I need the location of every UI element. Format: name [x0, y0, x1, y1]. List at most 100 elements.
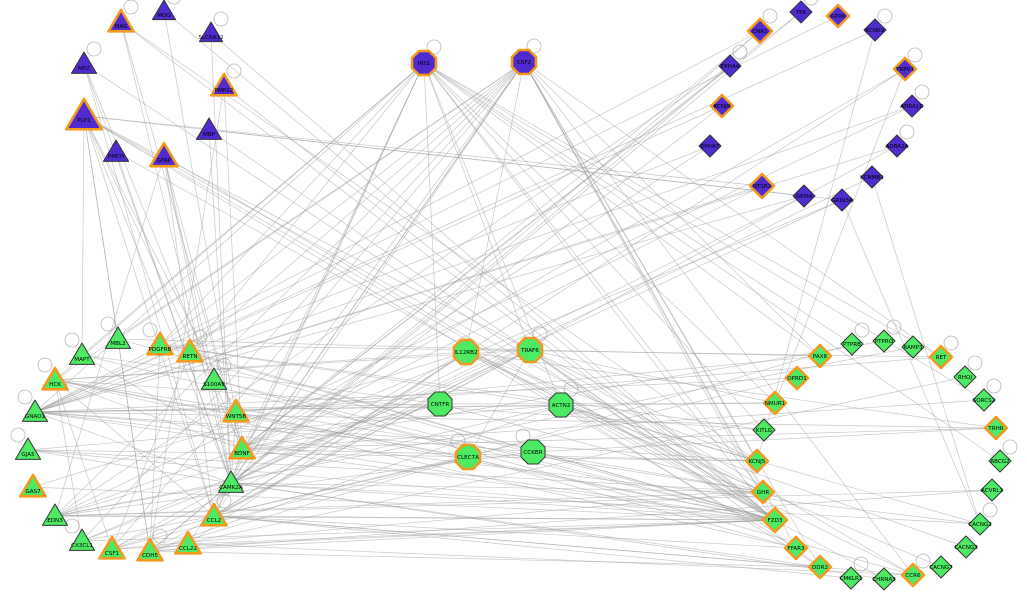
node-shape	[70, 51, 98, 74]
graph-edge	[423, 62, 776, 404]
node-shape	[410, 49, 438, 77]
node-shape	[750, 479, 776, 505]
node-MPZ[interactable]: MPZ	[70, 51, 98, 74]
node-DDR2[interactable]: DDR2	[807, 554, 833, 580]
node-IRS1[interactable]: IRS1	[410, 49, 438, 77]
node-HCK[interactable]: HCK	[41, 366, 69, 391]
graph-edge	[83, 115, 776, 521]
node-shape	[885, 134, 909, 158]
node-GAS7[interactable]: GAS7	[19, 473, 47, 498]
graph-edge	[189, 62, 425, 353]
node-MAG[interactable]: MAG	[107, 8, 135, 33]
graph-edge	[187, 519, 776, 545]
node-GJA5[interactable]: GJA5	[14, 437, 42, 460]
graph-edge	[423, 62, 1001, 462]
graph-edge	[115, 151, 232, 484]
node-shape	[807, 554, 833, 580]
node-CHRNA3[interactable]: CHRNA3	[872, 567, 896, 591]
node-shape	[860, 165, 884, 189]
graph-edge	[54, 105, 913, 517]
graph-edge	[774, 68, 906, 404]
node-PDGFRB[interactable]: PDGFRB	[146, 331, 174, 356]
graph-edge	[213, 379, 776, 521]
node-shape	[863, 18, 887, 42]
graph-edge	[523, 61, 942, 358]
node-KCNJ9[interactable]: KCNJ9	[709, 93, 735, 119]
node-shape	[900, 94, 924, 118]
graph-edge	[241, 199, 843, 450]
node-MAPT[interactable]: MAPT	[68, 342, 96, 365]
node-ADRA2A[interactable]: ADRA2A	[885, 134, 909, 158]
node-shape	[427, 391, 453, 417]
node-FZD3[interactable]: FZD3	[761, 506, 789, 534]
node-OPRD1[interactable]: OPRD1	[784, 365, 810, 391]
node-IL12RB2[interactable]: IL12RB2	[452, 338, 480, 366]
graph-edge	[120, 21, 243, 450]
node-KCNMB1[interactable]: KCNMB1	[860, 165, 884, 189]
node-GNAO1[interactable]: GNAO1	[21, 399, 49, 422]
graph-edge	[149, 376, 966, 552]
graph-edge	[529, 349, 914, 576]
graph-edge	[111, 515, 215, 550]
node-GRM4[interactable]: GRM4	[792, 184, 816, 208]
graph-edge	[213, 515, 821, 568]
node-GPR6[interactable]: GPR6	[825, 3, 851, 29]
self-loop-edge	[526, 38, 542, 54]
node-CDH5[interactable]: CDH5	[136, 537, 164, 562]
node-CACNG7[interactable]: CACNG7	[929, 555, 953, 579]
node-CCL2[interactable]: CCL2	[200, 502, 228, 527]
graph-edge	[241, 11, 802, 450]
node-SLC6A12[interactable]: SLC6A12	[198, 21, 224, 43]
graph-edge	[523, 61, 914, 576]
node-MOG[interactable]: MOG	[151, 0, 177, 21]
node-TRAF6[interactable]: TRAF6	[516, 336, 544, 364]
graph-edge	[241, 62, 425, 450]
graph-edge	[423, 62, 441, 405]
graph-edge	[230, 482, 821, 568]
node-ADRA1D[interactable]: ADRA1D	[900, 94, 924, 118]
node-EPHA7[interactable]: EPHA7	[698, 134, 722, 158]
self-loop-edge	[915, 553, 931, 569]
graph-edge	[149, 85, 225, 552]
node-shape	[718, 54, 742, 78]
node-KITLG[interactable]: KITLG	[752, 418, 776, 442]
node-ACTN2[interactable]: ACTN2	[548, 392, 574, 418]
node-GRIN3A[interactable]: GRIN3A	[830, 188, 854, 212]
self-loop-edge	[426, 39, 442, 55]
self-loop-edge	[982, 502, 998, 518]
node-TRHR[interactable]: TRHR	[983, 415, 1009, 441]
node-ACVRL1[interactable]: ACVRL1	[980, 478, 1004, 502]
graph-edge	[34, 402, 776, 413]
edges-layer	[27, 10, 1001, 580]
graph-edge	[841, 199, 981, 525]
graph-edge	[235, 355, 821, 413]
node-shape	[104, 326, 132, 349]
graph-edge	[163, 10, 243, 450]
graph-edge	[111, 491, 764, 550]
graph-edge	[423, 62, 942, 358]
node-NTSR1[interactable]: NTSR1	[748, 172, 776, 200]
node-CSF2[interactable]: CSF2	[510, 48, 538, 76]
node-PLP1[interactable]: PLP1	[64, 97, 104, 131]
graph-edge	[523, 61, 776, 521]
graph-edge	[54, 379, 113, 550]
node-PMCH[interactable]: PMCH	[102, 139, 130, 162]
graph-edge	[235, 411, 776, 521]
self-loop-edge	[732, 44, 748, 60]
node-shape	[698, 134, 722, 158]
self-loop-edge	[532, 326, 548, 342]
graph-edge	[213, 379, 232, 484]
node-CACNG2[interactable]: CACNG2	[968, 512, 992, 536]
node-GFAP[interactable]: GFAP	[149, 141, 179, 168]
graph-edge	[83, 63, 215, 517]
node-PMP22[interactable]: PMP22	[210, 72, 238, 97]
node-CLEC7A[interactable]: CLEC7A	[454, 443, 482, 471]
node-CACNG3[interactable]: CACNG3	[954, 535, 978, 559]
node-RAMP3[interactable]: RAMP3	[901, 335, 925, 359]
node-CNTFR[interactable]: CNTFR	[427, 391, 453, 417]
node-KCNJ5[interactable]: KCNJ5	[744, 448, 770, 474]
self-loop-edge	[943, 335, 959, 351]
node-CCKBR[interactable]: CCKBR	[520, 439, 546, 465]
